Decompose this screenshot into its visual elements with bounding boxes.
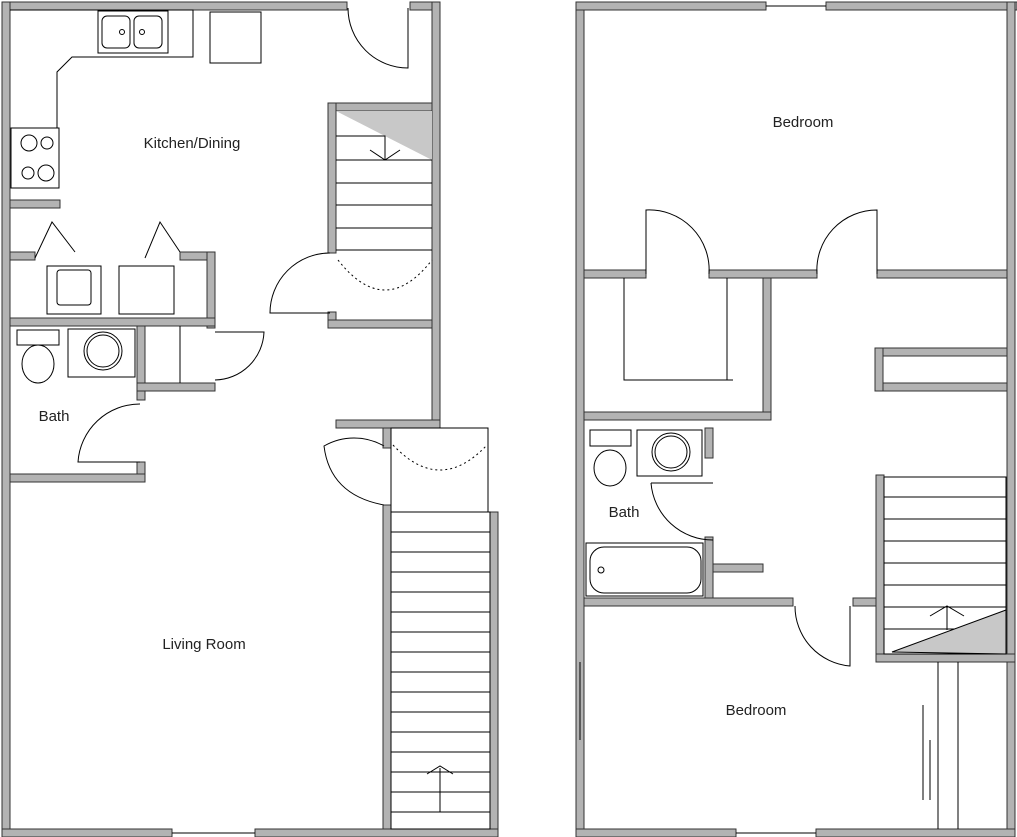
- toilet-icon: [21, 344, 55, 384]
- sink-icon: [83, 331, 123, 371]
- refrigerator-icon: [209, 11, 262, 64]
- room-label-bedroom-lower: Bedroom: [726, 702, 787, 719]
- stairs-up-left: [336, 111, 491, 830]
- walls: [1, 1, 499, 837]
- room-label-living-room: Living Room: [162, 636, 245, 653]
- bathtub-icon: [585, 542, 704, 597]
- kitchen-sink-icon: [97, 10, 169, 54]
- lower-bath-fixtures: [16, 328, 136, 384]
- doors: [579, 5, 959, 834]
- first-floor: Kitchen/Dining Bath Living Room: [1, 1, 499, 837]
- washer-icon: [46, 265, 102, 315]
- kitchen-fixtures: [10, 9, 262, 383]
- stairs-down-right: [883, 476, 1007, 655]
- room-label-kitchen-dining: Kitchen/Dining: [144, 135, 241, 152]
- room-label-bath: Bath: [39, 408, 70, 425]
- closet-and-fixtures: [585, 278, 733, 597]
- second-floor: Bedroom Bath Bedroom: [575, 1, 1017, 837]
- doors: [77, 7, 489, 834]
- sink-icon: [651, 432, 691, 472]
- room-label-bath-upper: Bath: [609, 504, 640, 521]
- dryer-icon: [118, 265, 175, 315]
- walls: [575, 1, 1017, 837]
- toilet-icon: [593, 449, 627, 487]
- room-label-bedroom-upper: Bedroom: [773, 114, 834, 131]
